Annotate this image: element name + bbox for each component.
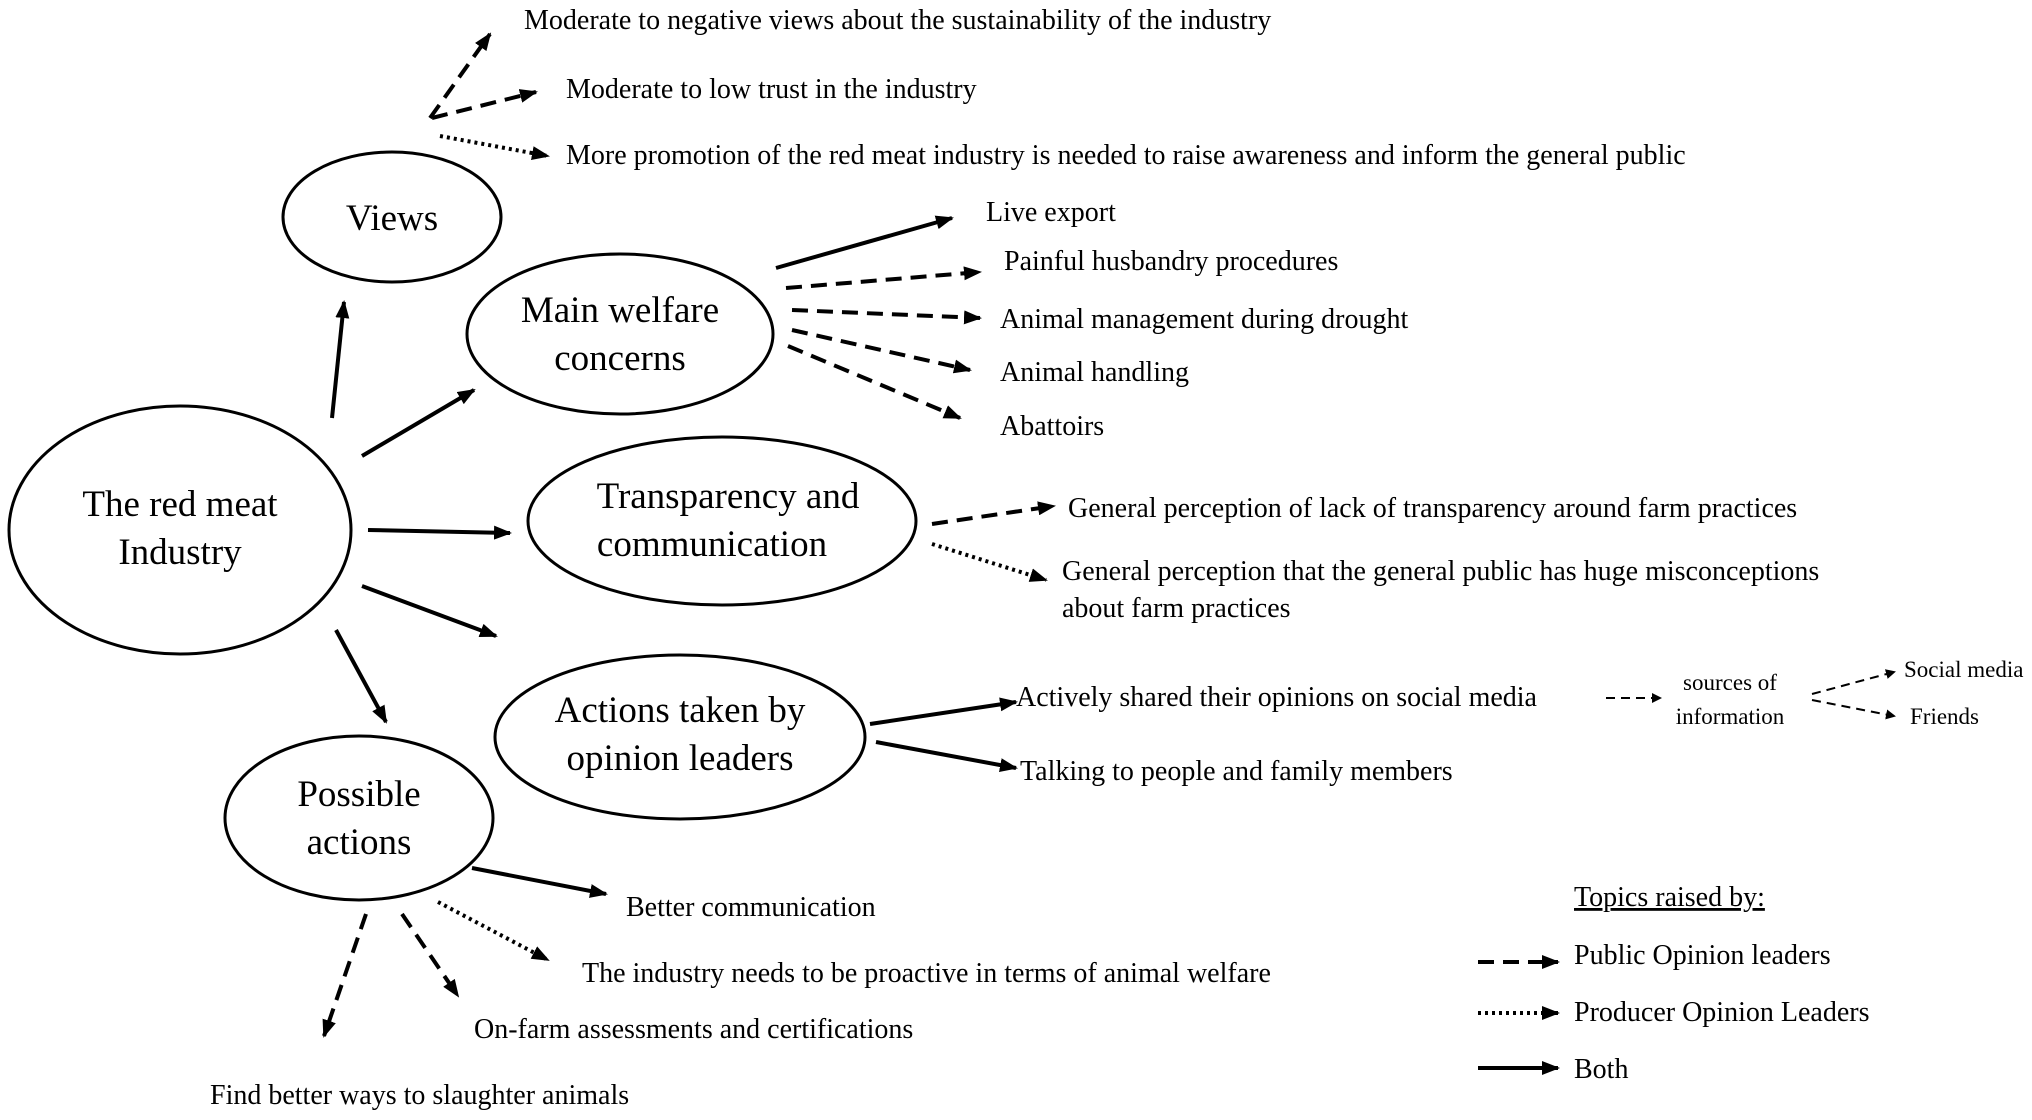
sources-label-1: sources of bbox=[1683, 670, 1777, 695]
leaf-views-2: Moderate to low trust in the industry bbox=[566, 74, 977, 105]
arrow-possible-4 bbox=[322, 913, 368, 1038]
arrow-welfare-3 bbox=[791, 308, 982, 325]
transparency-leaves: General perception of lack of transparen… bbox=[1062, 493, 1819, 624]
leaf-welfare-5: Abattoirs bbox=[1000, 411, 1104, 442]
leaf-actions-1: Actively shared their opinions on social… bbox=[1016, 682, 1538, 713]
views-leaves: Moderate to negative views about the sus… bbox=[524, 5, 1686, 171]
node-actions-label-2: opinion leaders bbox=[566, 738, 793, 779]
arrow-welfare-2 bbox=[785, 266, 982, 290]
node-transparency-label-2: communication bbox=[597, 524, 827, 565]
legend-public: Public Opinion leaders bbox=[1574, 940, 1831, 971]
arrow-root-to-possible bbox=[334, 629, 388, 724]
arrow-root-to-welfare bbox=[360, 388, 476, 458]
node-actions: Actions taken by opinion leaders bbox=[493, 653, 867, 821]
node-possible-label-2: actions bbox=[307, 822, 412, 863]
node-root-label-2: Industry bbox=[118, 532, 242, 573]
leaf-possible-1: Better communication bbox=[626, 892, 876, 923]
node-welfare: Main welfare concerns bbox=[465, 252, 775, 416]
sources-of-information: sources of information Social media Frie… bbox=[1676, 657, 2024, 729]
arrow-views-2 bbox=[431, 89, 538, 120]
possible-leaves: Better communication The industry needs … bbox=[210, 892, 1271, 1111]
leaf-welfare-2: Painful husbandry procedures bbox=[1004, 246, 1338, 277]
arrow-welfare-5 bbox=[787, 344, 962, 420]
node-root: The red meat Industry bbox=[7, 404, 353, 656]
node-possible-label-1: Possible bbox=[297, 774, 420, 815]
leaf-possible-3: On-farm assessments and certifications bbox=[474, 1014, 913, 1045]
welfare-leaves: Live export Painful husbandry procedures… bbox=[986, 197, 1408, 442]
arrow-transparency-1 bbox=[931, 501, 1056, 526]
legend-producer: Producer Opinion Leaders bbox=[1574, 997, 1869, 1028]
arrow-transparency-2 bbox=[931, 542, 1048, 582]
node-actions-label-1: Actions taken by bbox=[555, 690, 806, 731]
arrow-actions-2 bbox=[875, 740, 1018, 772]
arrow-welfare-1 bbox=[775, 215, 954, 270]
arrow-possible-2 bbox=[437, 900, 550, 962]
arrow-root-to-actions bbox=[361, 584, 498, 638]
node-welfare-label-1: Main welfare bbox=[521, 290, 719, 331]
node-transparency: Transparency and communication bbox=[526, 435, 918, 607]
leaf-actions-2: Talking to people and family members bbox=[1020, 756, 1453, 787]
legend-title: Topics raised by: bbox=[1574, 882, 1765, 913]
leaf-possible-2: The industry needs to be proactive in te… bbox=[582, 958, 1271, 989]
leaf-transparency-1: General perception of lack of transparen… bbox=[1068, 493, 1797, 524]
connectors bbox=[322, 32, 1896, 1038]
actions-leaves: Actively shared their opinions on social… bbox=[1016, 682, 1538, 787]
leaf-welfare-1: Live export bbox=[986, 197, 1116, 228]
leaf-possible-4: Find better ways to slaughter animals bbox=[210, 1080, 629, 1111]
legend-both: Both bbox=[1574, 1054, 1628, 1085]
leaf-transparency-2-line-2: about farm practices bbox=[1062, 593, 1291, 624]
node-root-label-1: The red meat bbox=[82, 484, 278, 525]
leaf-views-3: More promotion of the red meat industry … bbox=[566, 140, 1686, 171]
node-welfare-label-2: concerns bbox=[554, 338, 686, 379]
arrow-views-1 bbox=[428, 32, 492, 120]
node-transparency-label-1: Transparency and bbox=[597, 476, 860, 517]
leaf-views-1: Moderate to negative views about the sus… bbox=[524, 5, 1271, 36]
arrow-sources-social bbox=[1811, 669, 1896, 695]
node-possible: Possible actions bbox=[223, 734, 495, 902]
arrow-root-to-views bbox=[330, 300, 350, 419]
arrow-views-3 bbox=[439, 134, 550, 160]
leaf-transparency-2-line-1: General perception that the general publ… bbox=[1062, 556, 1819, 587]
legend: Topics raised by: Public Opinion leaders… bbox=[1478, 882, 1869, 1085]
arrow-sources-friends bbox=[1811, 699, 1896, 720]
sources-label-2: information bbox=[1676, 704, 1785, 729]
node-views-label: Views bbox=[346, 198, 438, 239]
node-views: Views bbox=[281, 150, 503, 284]
source-social-media: Social media bbox=[1904, 657, 2023, 682]
arrow-possible-3 bbox=[400, 912, 460, 998]
leaf-welfare-4: Animal handling bbox=[1000, 357, 1189, 388]
arrow-actions-1 bbox=[869, 697, 1018, 726]
arrow-root-to-transparency bbox=[367, 525, 512, 540]
arrow-possible-1 bbox=[471, 866, 608, 898]
leaf-welfare-3: Animal management during drought bbox=[1000, 304, 1408, 335]
arrow-welfare-4 bbox=[791, 328, 972, 374]
source-friends: Friends bbox=[1910, 704, 1979, 729]
